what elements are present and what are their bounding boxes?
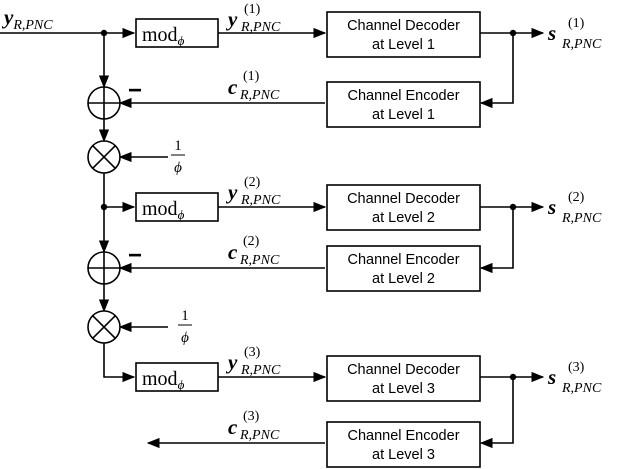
svg-text:(1): (1) <box>243 69 260 84</box>
svg-text:ϕ: ϕ <box>174 160 182 176</box>
wire-mult2-mod3 <box>103 343 136 383</box>
svg-text:c: c <box>228 240 238 264</box>
svg-text:1: 1 <box>181 308 189 324</box>
svg-text:at Level 2: at Level 2 <box>372 271 435 287</box>
svg-text:R,PNC: R,PNC <box>561 381 602 396</box>
svg-text:(1): (1) <box>244 2 261 17</box>
svg-text:modϕ: modϕ <box>142 198 185 222</box>
svg-text:Channel Encoder: Channel Encoder <box>347 428 459 444</box>
svg-text:s: s <box>547 365 556 389</box>
svg-text:R,PNC: R,PNC <box>240 193 281 208</box>
svg-text:ϕ: ϕ <box>181 330 189 346</box>
s-label-level-2: s (2) R,PNC <box>547 190 602 226</box>
svg-text:at Level 2: at Level 2 <box>372 210 435 226</box>
junction-dot <box>100 203 108 211</box>
svg-text:y: y <box>225 180 238 204</box>
svg-text:y: y <box>225 7 238 31</box>
svg-text:Channel Encoder: Channel Encoder <box>347 252 459 268</box>
sum-node-1 <box>87 86 121 120</box>
svg-text:y: y <box>225 350 238 374</box>
junction-dot <box>509 203 517 211</box>
svg-text:at Level 3: at Level 3 <box>372 447 435 463</box>
svg-text:1: 1 <box>174 138 182 154</box>
mod-block-3: modϕ <box>135 362 219 392</box>
svg-text:at Level 1: at Level 1 <box>372 107 435 123</box>
channel-encoder-level-3: Channel Encoder at Level 3 <box>326 421 481 468</box>
channel-decoder-level-2: Channel Decoder at Level 2 <box>326 184 481 231</box>
svg-text:R,PNC: R,PNC <box>561 211 602 226</box>
svg-text:Channel Encoder: Channel Encoder <box>347 88 459 104</box>
svg-text:Channel Decoder: Channel Decoder <box>347 362 460 378</box>
y-label-level-3: y (3) R,PNC <box>225 345 281 378</box>
svg-text:(1): (1) <box>568 16 585 31</box>
channel-decoder-level-1: Channel Decoder at Level 1 <box>326 11 481 58</box>
multiply-node-2 <box>87 310 121 344</box>
wire-s2-enc2 <box>479 207 514 274</box>
svg-text:R,PNC: R,PNC <box>240 363 281 378</box>
channel-decoder-level-3: Channel Decoder at Level 3 <box>326 355 481 402</box>
minus-sign-2: − <box>128 242 142 269</box>
junction-dot <box>100 29 108 37</box>
svg-text:(2): (2) <box>244 175 261 190</box>
c-label-level-1: c (1) R,PNC <box>228 69 280 103</box>
svg-text:Channel Decoder: Channel Decoder <box>347 191 460 207</box>
multiplier-fraction-2: 1 ϕ <box>178 308 192 346</box>
channel-encoder-level-1: Channel Encoder at Level 1 <box>326 81 481 128</box>
c-label-level-3: c (3) R,PNC <box>228 409 280 443</box>
sum-node-2 <box>87 251 121 285</box>
wires <box>0 27 545 449</box>
svg-text:(3): (3) <box>243 409 260 424</box>
s-label-level-3: s (3) R,PNC <box>547 360 602 396</box>
minus-sign-1: − <box>128 77 142 104</box>
svg-text:R,PNC: R,PNC <box>239 88 280 103</box>
svg-text:(2): (2) <box>243 234 260 249</box>
c-label-level-2: c (2) R,PNC <box>228 234 280 268</box>
svg-text:R,PNC: R,PNC <box>240 20 281 35</box>
multiplier-fraction-1: 1 ϕ <box>171 138 185 176</box>
wire-s3-enc3 <box>479 377 514 449</box>
svg-text:at Level 1: at Level 1 <box>372 37 435 53</box>
svg-text:(3): (3) <box>244 345 261 360</box>
svg-text:s: s <box>547 21 556 45</box>
junction-dot <box>509 373 517 381</box>
y-label-level-1: y (1) R,PNC <box>225 2 281 35</box>
wire-s1-enc1 <box>479 33 514 109</box>
svg-text:(3): (3) <box>568 360 585 375</box>
svg-text:modϕ: modϕ <box>142 24 185 48</box>
s-label-level-1: s (1) R,PNC <box>547 16 602 52</box>
svg-text:(2): (2) <box>568 190 585 205</box>
y-label-level-2: y (2) R,PNC <box>225 175 281 208</box>
svg-text:Channel Decoder: Channel Decoder <box>347 18 460 34</box>
input-signal-label: yR,PNC <box>1 5 53 33</box>
svg-text:c: c <box>228 75 238 99</box>
mod-block-2: modϕ <box>135 192 219 222</box>
mod-block-1: modϕ <box>135 18 219 48</box>
junction-dot <box>509 29 517 37</box>
svg-text:s: s <box>547 195 556 219</box>
svg-text:at Level 3: at Level 3 <box>372 381 435 397</box>
svg-text:R,PNC: R,PNC <box>561 37 602 52</box>
svg-text:R,PNC: R,PNC <box>239 428 280 443</box>
svg-text:R,PNC: R,PNC <box>239 253 280 268</box>
svg-text:modϕ: modϕ <box>142 368 185 392</box>
multiply-node-1 <box>87 140 121 174</box>
svg-text:c: c <box>228 415 238 439</box>
channel-encoder-level-2: Channel Encoder at Level 2 <box>326 245 481 292</box>
